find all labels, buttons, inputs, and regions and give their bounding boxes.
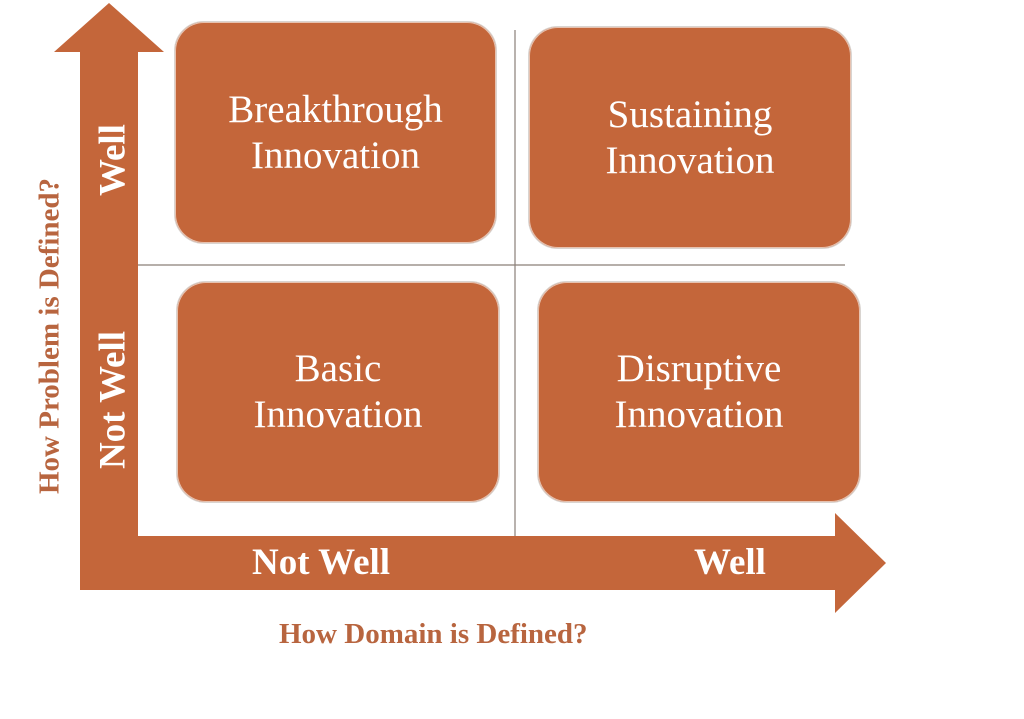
quadrant-label: Sustaining Innovation [605,92,775,182]
quadrant-breakthrough: Breakthrough Innovation [174,21,497,244]
x-axis-title: How Domain is Defined? [279,618,588,650]
quadrant-label: Basic Innovation [253,347,423,436]
quadrant-label: Breakthrough Innovation [228,87,443,177]
y-axis-low-label: Not Well [92,330,134,470]
quadrant-disruptive: Disruptive Innovation [537,281,861,503]
quadrant-basic: Basic Innovation [176,281,500,503]
y-axis-arrow [54,3,164,590]
y-axis-title: How Problem is Defined? [33,177,66,495]
x-axis-high-label: Well [694,542,766,583]
x-axis-arrow [80,513,886,613]
quadrant-label: Disruptive Innovation [614,347,784,436]
quadrant-sustaining: Sustaining Innovation [528,26,852,249]
x-axis-low-label: Not Well [252,542,391,583]
y-axis-high-label: Well [92,124,134,196]
